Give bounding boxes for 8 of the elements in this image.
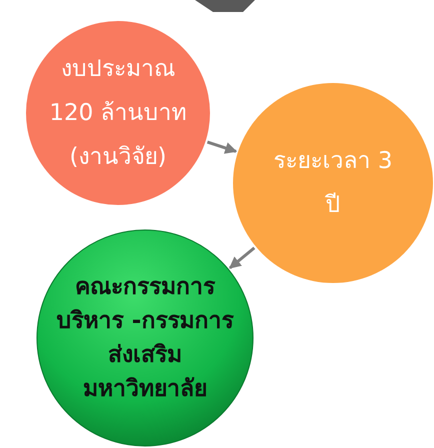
circle-label: ระยะเวลา 3 ปี: [273, 147, 393, 220]
arrow: [206, 140, 238, 154]
circle-node: [26, 21, 210, 205]
arrow: [228, 246, 256, 270]
circle-label: คณะกรรมการบริหาร -กรรมการส่งเสริมมหาวิทยาลัย: [56, 273, 235, 404]
circle-label: งบประมาณ 120 ล้านบาท (งานวิจัย): [48, 55, 188, 172]
circle-node: [233, 83, 433, 283]
circle-node: [36, 230, 254, 446]
